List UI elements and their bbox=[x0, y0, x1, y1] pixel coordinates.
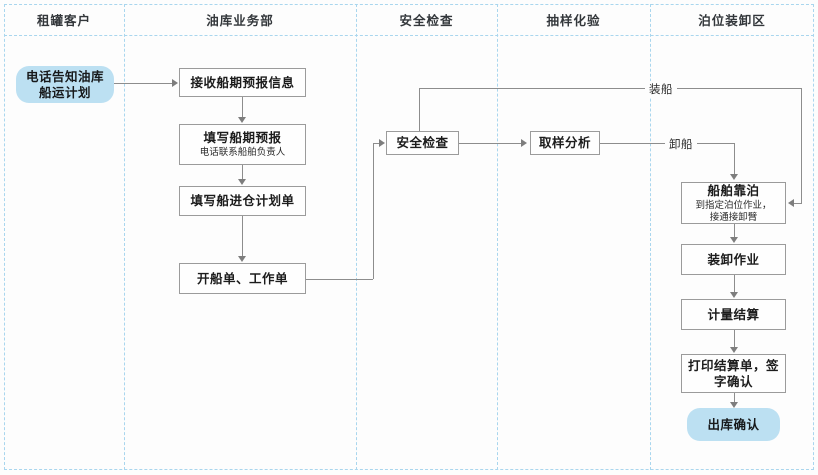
node-loading-unloading-operation[interactable]: 装卸作业 bbox=[681, 244, 786, 275]
arrow-print-to-end bbox=[730, 402, 738, 408]
lane-header-sampling: 抽样化验 bbox=[546, 14, 601, 28]
arrow-receive-to-forecast bbox=[238, 117, 246, 123]
node-forecast-label: 填写船期预报 bbox=[203, 131, 282, 146]
edge-load-branch-h-in bbox=[794, 203, 802, 204]
edge-forecast-to-plan bbox=[242, 165, 243, 180]
node-safety-label: 安全检查 bbox=[396, 136, 449, 150]
arrow-load-into-berth bbox=[788, 199, 794, 207]
node-print-settlement-sign[interactable]: 打印结算单，签 字确认 bbox=[681, 354, 786, 393]
lane-header-separator bbox=[4, 35, 814, 36]
node-settlement-label: 计量结算 bbox=[707, 307, 760, 322]
node-start-phone-notify[interactable]: 电话告知油库 船运计划 bbox=[16, 66, 114, 103]
edge-load-branch-h-top bbox=[419, 88, 801, 89]
arrow-unload-into-berth bbox=[730, 174, 738, 180]
node-berth-sublabel-1: 到指定泊位作业， bbox=[695, 200, 772, 212]
lane-header-customer: 租罐客户 bbox=[36, 14, 91, 28]
arrow-safety-to-sampling bbox=[521, 139, 527, 147]
node-safety-check[interactable]: 安全检查 bbox=[386, 131, 459, 155]
edge-load-branch-v-down bbox=[801, 88, 802, 203]
edge-berth-to-operation bbox=[734, 224, 735, 237]
node-sampling-analysis[interactable]: 取样分析 bbox=[530, 131, 600, 155]
node-berth-label: 船舶靠泊 bbox=[707, 184, 760, 199]
arrow-orders-to-safety bbox=[379, 139, 385, 147]
arrow-start-to-receive bbox=[172, 79, 178, 87]
node-print-line2: 字确认 bbox=[713, 374, 753, 389]
edge-orders-to-safety-v bbox=[373, 143, 374, 279]
lane-header-berth-area: 泊位装卸区 bbox=[698, 14, 766, 28]
edge-start-to-receive bbox=[114, 83, 172, 84]
swimlane-frame bbox=[4, 4, 814, 470]
edge-safety-to-sampling bbox=[459, 143, 521, 144]
node-end-outbound-confirm[interactable]: 出库确认 bbox=[687, 408, 780, 441]
node-ship-berthing[interactable]: 船舶靠泊 到指定泊位作业， 接通接卸臂 bbox=[681, 182, 786, 224]
edge-orders-to-safety-h2 bbox=[373, 143, 379, 144]
node-sampling-label: 取样分析 bbox=[538, 136, 591, 150]
node-plan-label: 填写船进仓计划单 bbox=[190, 194, 295, 208]
node-receive-label: 接收船期预报信息 bbox=[190, 75, 295, 90]
arrow-settlement-to-print bbox=[730, 347, 738, 353]
node-fill-warehouse-plan[interactable]: 填写船进仓计划单 bbox=[179, 186, 306, 216]
node-metering-settlement[interactable]: 计量结算 bbox=[681, 299, 786, 330]
node-forecast-sublabel: 电话联系船舶负责人 bbox=[199, 147, 286, 159]
edge-load-branch-v-up bbox=[419, 88, 420, 131]
node-start-line2: 船运计划 bbox=[38, 85, 91, 100]
arrow-operation-to-settlement bbox=[730, 292, 738, 298]
lane-divider-2 bbox=[356, 4, 357, 470]
arrow-forecast-to-plan bbox=[238, 179, 246, 185]
node-sailing-work-orders[interactable]: 开船单、工作单 bbox=[179, 263, 306, 294]
edge-plan-to-orders bbox=[242, 216, 243, 256]
arrow-berth-to-operation bbox=[730, 237, 738, 243]
lane-header-depot-business: 油库业务部 bbox=[206, 14, 274, 28]
edge-unload-branch-v bbox=[734, 143, 735, 174]
arrow-plan-to-orders bbox=[238, 256, 246, 262]
edge-print-to-end bbox=[734, 393, 735, 402]
edge-settlement-to-print bbox=[734, 330, 735, 347]
node-fill-schedule-forecast[interactable]: 填写船期预报 电话联系船舶负责人 bbox=[179, 124, 306, 165]
lane-divider-1 bbox=[124, 4, 125, 470]
edge-receive-to-forecast bbox=[242, 97, 243, 118]
node-print-line1: 打印结算单，签 bbox=[687, 358, 779, 373]
node-start-line1: 电话告知油库 bbox=[25, 69, 104, 84]
lane-header-safety-check: 安全检查 bbox=[399, 14, 454, 28]
node-end-label: 出库确认 bbox=[707, 417, 760, 432]
lane-divider-3 bbox=[497, 4, 498, 470]
edge-orders-to-safety-h1 bbox=[306, 279, 373, 280]
edge-label-unload: 卸船 bbox=[665, 136, 697, 152]
edge-operation-to-settlement bbox=[734, 275, 735, 292]
edge-label-load: 装船 bbox=[645, 81, 677, 97]
node-berth-sublabel-2: 接通接卸臂 bbox=[709, 211, 758, 223]
lane-divider-4 bbox=[650, 4, 651, 470]
node-receive-schedule-info[interactable]: 接收船期预报信息 bbox=[179, 68, 306, 97]
node-operation-label: 装卸作业 bbox=[707, 252, 760, 267]
node-orders-label: 开船单、工作单 bbox=[196, 271, 288, 286]
